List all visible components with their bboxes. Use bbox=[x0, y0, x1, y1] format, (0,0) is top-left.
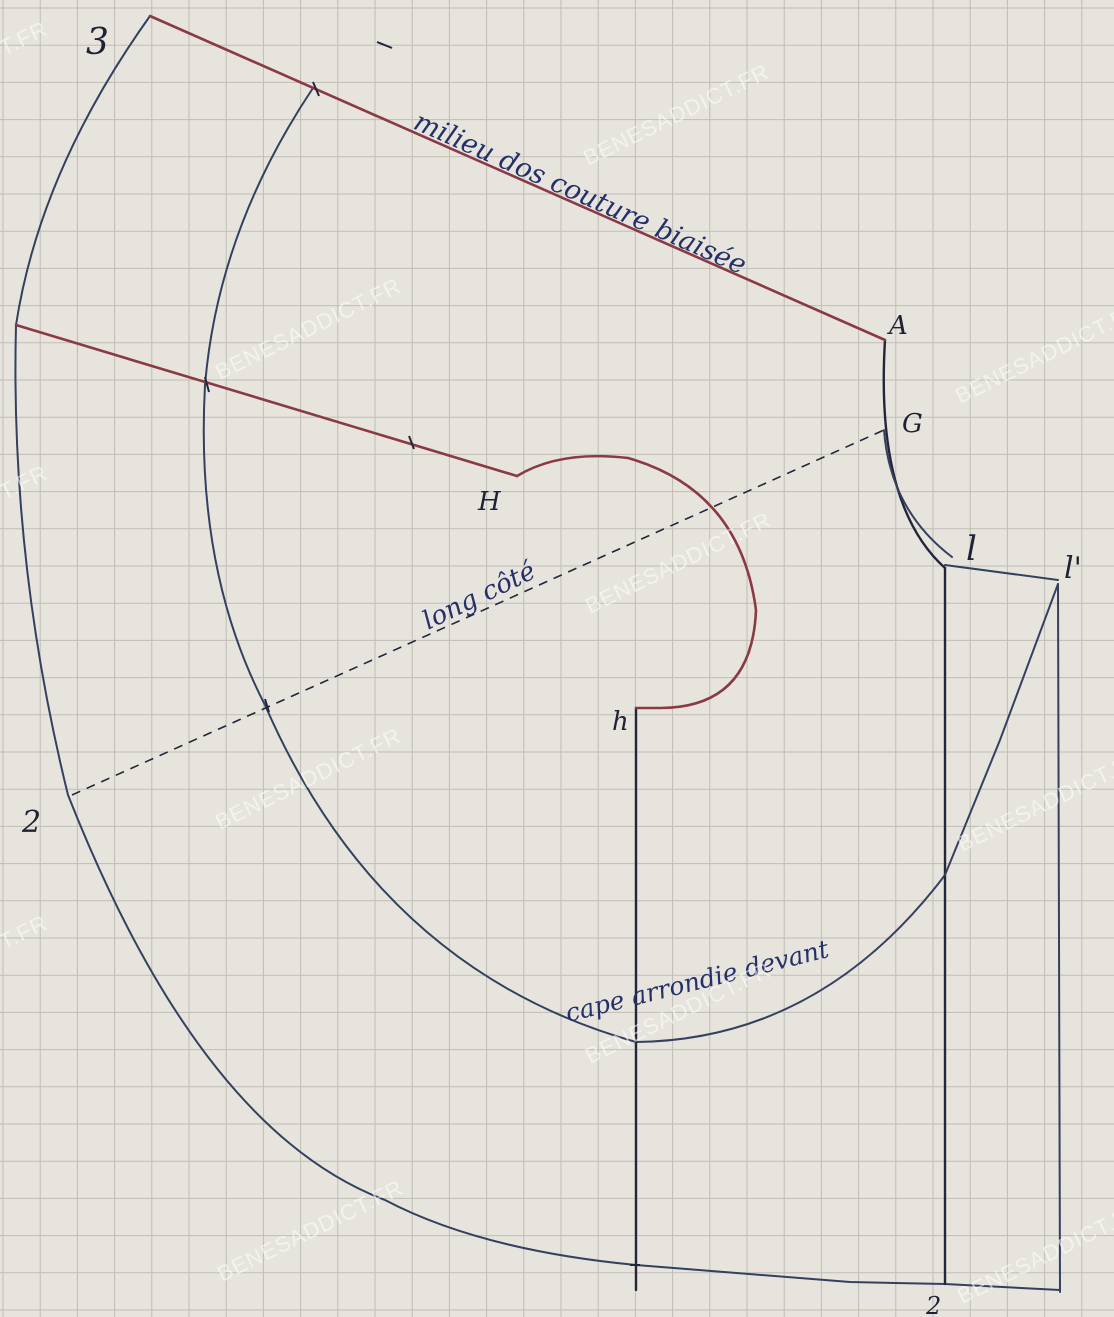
point-label-three: 3 bbox=[86, 22, 109, 63]
hem-bottom-line bbox=[635, 1264, 1061, 1291]
front-vertical-line-l-prime bbox=[1057, 583, 1061, 1293]
tick-marks bbox=[204, 41, 640, 1266]
watermark-partial: T.FR bbox=[0, 910, 52, 955]
point-label-l-prime: l' bbox=[1064, 551, 1082, 586]
point-label-two-bottom: 2 bbox=[925, 1292, 941, 1317]
watermark: BENESADDICT.FR bbox=[211, 273, 405, 385]
watermark: BENESADDICT.FR bbox=[951, 297, 1114, 409]
point-label-h-lower: h bbox=[612, 707, 629, 737]
shoulder-line-to-h bbox=[14, 323, 519, 478]
point-label-two-left: 2 bbox=[21, 805, 41, 840]
watermark: BENESADDICT.FR bbox=[213, 1175, 407, 1287]
outer-hem-curve bbox=[14, 15, 637, 1266]
neck-curve-l-to-l-prime bbox=[944, 564, 1059, 581]
watermark: BENESADDICT.FR bbox=[579, 59, 773, 171]
back-seam-line bbox=[148, 14, 887, 342]
watermark-layer: BENESADDICT.FR BENESADDICT.FR BENESADDIC… bbox=[0, 16, 1114, 1309]
annotation-side-length: long côté bbox=[418, 556, 541, 636]
side-length-dashed-line bbox=[71, 429, 885, 796]
point-label-l: l bbox=[966, 529, 977, 569]
watermark: BENESADDICT.FR bbox=[953, 1197, 1114, 1309]
diagonal-l-prime-line bbox=[944, 583, 1059, 876]
watermark: BENESADDICT.FR bbox=[953, 745, 1114, 857]
watermark-partial: T.FR bbox=[0, 16, 52, 61]
point-label-a: A bbox=[887, 311, 908, 341]
point-label-h-upper: H bbox=[477, 487, 502, 517]
armhole-curve bbox=[515, 454, 758, 710]
watermark-partial: T.FR bbox=[0, 460, 52, 505]
watermark: BENESADDICT.FR bbox=[211, 723, 405, 835]
front-neck-curve-inner bbox=[883, 429, 953, 558]
point-label-g: G bbox=[902, 409, 923, 439]
inner-cape-curve bbox=[202, 87, 946, 1043]
